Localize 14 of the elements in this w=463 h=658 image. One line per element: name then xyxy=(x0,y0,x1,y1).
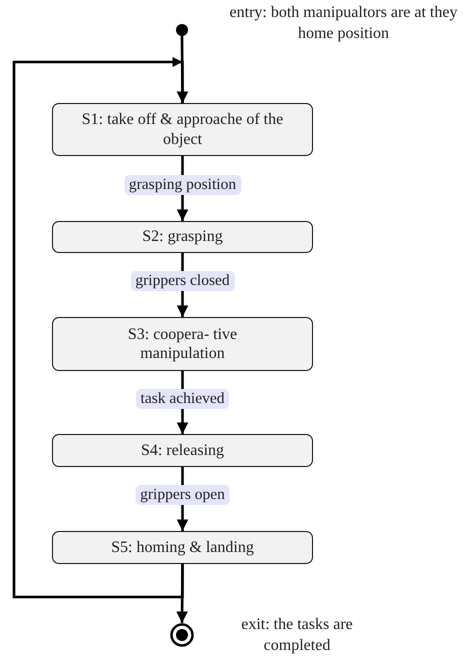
edge-label: grippers open xyxy=(135,485,230,505)
edge-label: grasping position xyxy=(124,174,242,194)
state-box: S4: releasing xyxy=(52,434,313,467)
edge-label: task achieved xyxy=(136,388,230,408)
final-state-circle xyxy=(170,623,194,647)
initial-state-dot xyxy=(176,24,188,36)
state-box: S2: grasping xyxy=(52,221,313,253)
state-note: entry: both manipualtors are at they home position xyxy=(228,3,458,44)
state-box: S5: homing & landing xyxy=(52,531,313,564)
edge-label: grippers closed xyxy=(130,271,235,291)
state-box: S3: coopera- tive manipulation xyxy=(52,317,313,371)
state-box: S1: take off & approache of the object xyxy=(52,103,313,156)
state-note: exit: the tasks are completed xyxy=(240,615,354,656)
loop-arrow xyxy=(12,60,188,598)
